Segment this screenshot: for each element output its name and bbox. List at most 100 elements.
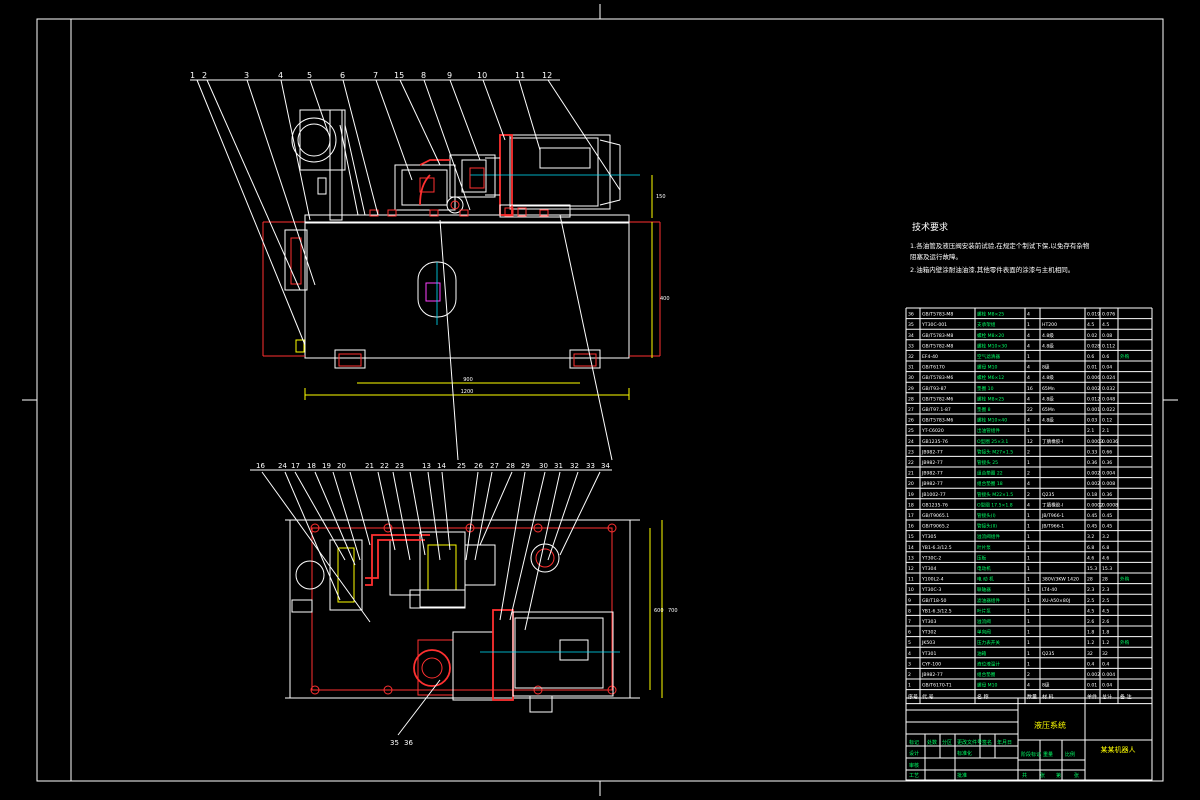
bom-cell: 20 bbox=[908, 481, 914, 487]
bom-cell: GB/T9065.2 bbox=[922, 524, 949, 530]
bom-cell: 4.8级 bbox=[1042, 332, 1054, 339]
bom-cell: 0.36 bbox=[1102, 492, 1112, 498]
balloon-34: 34 bbox=[601, 462, 610, 470]
bom-cell: YT-C6020 bbox=[921, 428, 944, 434]
bom-cell: 0.04 bbox=[1102, 683, 1112, 689]
tech-req-title: 技术要求 bbox=[912, 221, 948, 233]
bom-header-cell: 材 料 bbox=[1042, 694, 1054, 701]
bom-cell: 0.6 bbox=[1102, 354, 1109, 360]
tb-label-sign: 签名 bbox=[982, 739, 992, 746]
bom-cell: 0.008 bbox=[1102, 481, 1115, 487]
bom-cell: GB/T97.1-87 bbox=[922, 407, 951, 413]
bom-cell: 4.8级 bbox=[1042, 374, 1054, 381]
dim-plan-outer: 700 bbox=[668, 608, 678, 614]
bom-cell: 0.02 bbox=[1087, 333, 1097, 339]
plan-balloons: 16 24 17 18 19 20 21 22 23 13 14 25 26 2… bbox=[256, 462, 610, 747]
bom-header-cell: 名 称 bbox=[977, 694, 989, 701]
bom-cell: 1.8 bbox=[1087, 630, 1094, 636]
bom-cell: 垫圈 10 bbox=[977, 385, 994, 392]
bom-cell: 2 bbox=[1027, 471, 1030, 477]
balloon-1: 1 bbox=[190, 71, 195, 80]
bom-cell: O型圈 17.5×1.8 bbox=[977, 501, 1013, 508]
bom-cell: 管接头 25 bbox=[977, 459, 998, 466]
bom-cell: 组合垫圈 22 bbox=[977, 470, 1003, 477]
bom-cell: 28 bbox=[1102, 577, 1108, 583]
bom-cell: 管接头 M22×1.5 bbox=[977, 491, 1013, 498]
bom-cell: 0.04 bbox=[1102, 365, 1112, 371]
bom-cell: 380V/3KW 1420 bbox=[1042, 577, 1079, 583]
bom-cell: 0.4 bbox=[1102, 661, 1109, 667]
bom-cell: 0.36 bbox=[1102, 460, 1112, 466]
bom-cell: 32 bbox=[1087, 651, 1093, 657]
bom-cell: 0.048 bbox=[1102, 396, 1115, 402]
front-elevation-view: 1200 900 400 150 1 bbox=[190, 71, 670, 461]
tb-side-review: 审核 bbox=[909, 762, 919, 769]
bom-cell: 组合垫圈 18 bbox=[977, 480, 1003, 487]
tb-side-process: 工艺 bbox=[909, 773, 919, 779]
bom-cell: 0.032 bbox=[1102, 386, 1115, 392]
bom-cell: 0.4 bbox=[1087, 661, 1094, 667]
bom-cell: 4 bbox=[1027, 343, 1030, 349]
bom-cell: YT303 bbox=[921, 619, 936, 625]
bom-cell: 10 bbox=[908, 587, 914, 593]
bom-cell: 1 bbox=[1027, 545, 1030, 551]
bom-cell: YT30C-3 bbox=[921, 587, 941, 593]
balloon-3: 3 bbox=[244, 71, 249, 80]
bom-cell: 25 bbox=[908, 428, 914, 434]
bom-cell: 2 bbox=[1027, 492, 1030, 498]
bom-cell: 0.0002 bbox=[1087, 502, 1103, 508]
bom-cell: CYF-100 bbox=[922, 661, 941, 667]
bom-cell: 4.8级 bbox=[1042, 417, 1054, 424]
bom-cell: 12 bbox=[1027, 439, 1033, 445]
bom-cell: 外购 bbox=[1120, 576, 1130, 583]
bom-cell: 1 bbox=[1027, 566, 1030, 572]
bom-cell: JB1002-77 bbox=[921, 492, 946, 498]
bom-cell: 22 bbox=[908, 460, 914, 466]
bom-cell: 0.45 bbox=[1102, 513, 1112, 519]
bom-cell: 2.5 bbox=[1087, 598, 1094, 604]
tech-req-line-1: 1.各油管及液压阀安装前试验,在规定个制试下保,以免存有杂物 bbox=[910, 241, 1090, 250]
bom-cell: 8级 bbox=[1042, 682, 1050, 689]
bom-cell: 4 bbox=[1027, 481, 1030, 487]
bom-cell: 0.0003 bbox=[1087, 439, 1103, 445]
bom-cell: 叶片泵 bbox=[977, 607, 991, 614]
bom-cell: 液位液温计 bbox=[977, 660, 1000, 667]
bom-cell: 3.2 bbox=[1087, 534, 1094, 540]
bom-cell: 4 bbox=[1027, 333, 1030, 339]
bom-cell: 15.3 bbox=[1102, 566, 1112, 572]
bom-cell: 1.2 bbox=[1102, 640, 1109, 646]
bom-cell: 电 动 机 bbox=[977, 576, 994, 583]
bom-cell: 1 bbox=[1027, 322, 1030, 328]
bom-cell: 0.45 bbox=[1087, 513, 1097, 519]
balloon-35: 35 bbox=[390, 739, 399, 747]
bom-cell: 油箱 bbox=[977, 650, 987, 657]
bom-cell: 管接头 M27×1.5 bbox=[977, 448, 1013, 455]
tb-side-design: 设计 bbox=[909, 750, 919, 757]
bom-cell: 21 bbox=[908, 471, 914, 477]
bom-cell: 0.076 bbox=[1102, 312, 1115, 318]
bom-cell: JB982-77 bbox=[921, 481, 943, 487]
bom-cell: GB/T5782-M8 bbox=[922, 343, 953, 349]
bom-cell: 6.8 bbox=[1087, 545, 1094, 551]
bom-header-cell: 数量 bbox=[1027, 694, 1037, 701]
plan-dimensions: 700 600 bbox=[649, 520, 678, 698]
tb-label-count: 处数 bbox=[927, 739, 937, 746]
balloon-32: 32 bbox=[570, 462, 579, 470]
dim-plan-inner: 600 bbox=[654, 608, 664, 614]
bom-cell: 0.002 bbox=[1087, 481, 1100, 487]
balloon-14: 14 bbox=[437, 462, 446, 470]
bom-cell: 1 bbox=[1027, 577, 1030, 583]
bom-cell: 0.03 bbox=[1087, 418, 1097, 424]
balloon-8: 8 bbox=[421, 71, 426, 80]
bom-cell: 1 bbox=[908, 683, 911, 689]
bom-cell: 7 bbox=[908, 619, 911, 625]
bom-cell: 2.3 bbox=[1087, 587, 1094, 593]
tb-weight: 重量 bbox=[1043, 751, 1053, 758]
bom-cell: 6 bbox=[908, 630, 911, 636]
front-view-dimensions: 1200 900 400 150 bbox=[304, 175, 670, 400]
bom-cell: 0.18 bbox=[1087, 492, 1097, 498]
bom-cell: YT301 bbox=[921, 651, 936, 657]
bom-cell: 0.022 bbox=[1102, 407, 1115, 413]
bom-cell: 管接头(II) bbox=[977, 523, 997, 530]
